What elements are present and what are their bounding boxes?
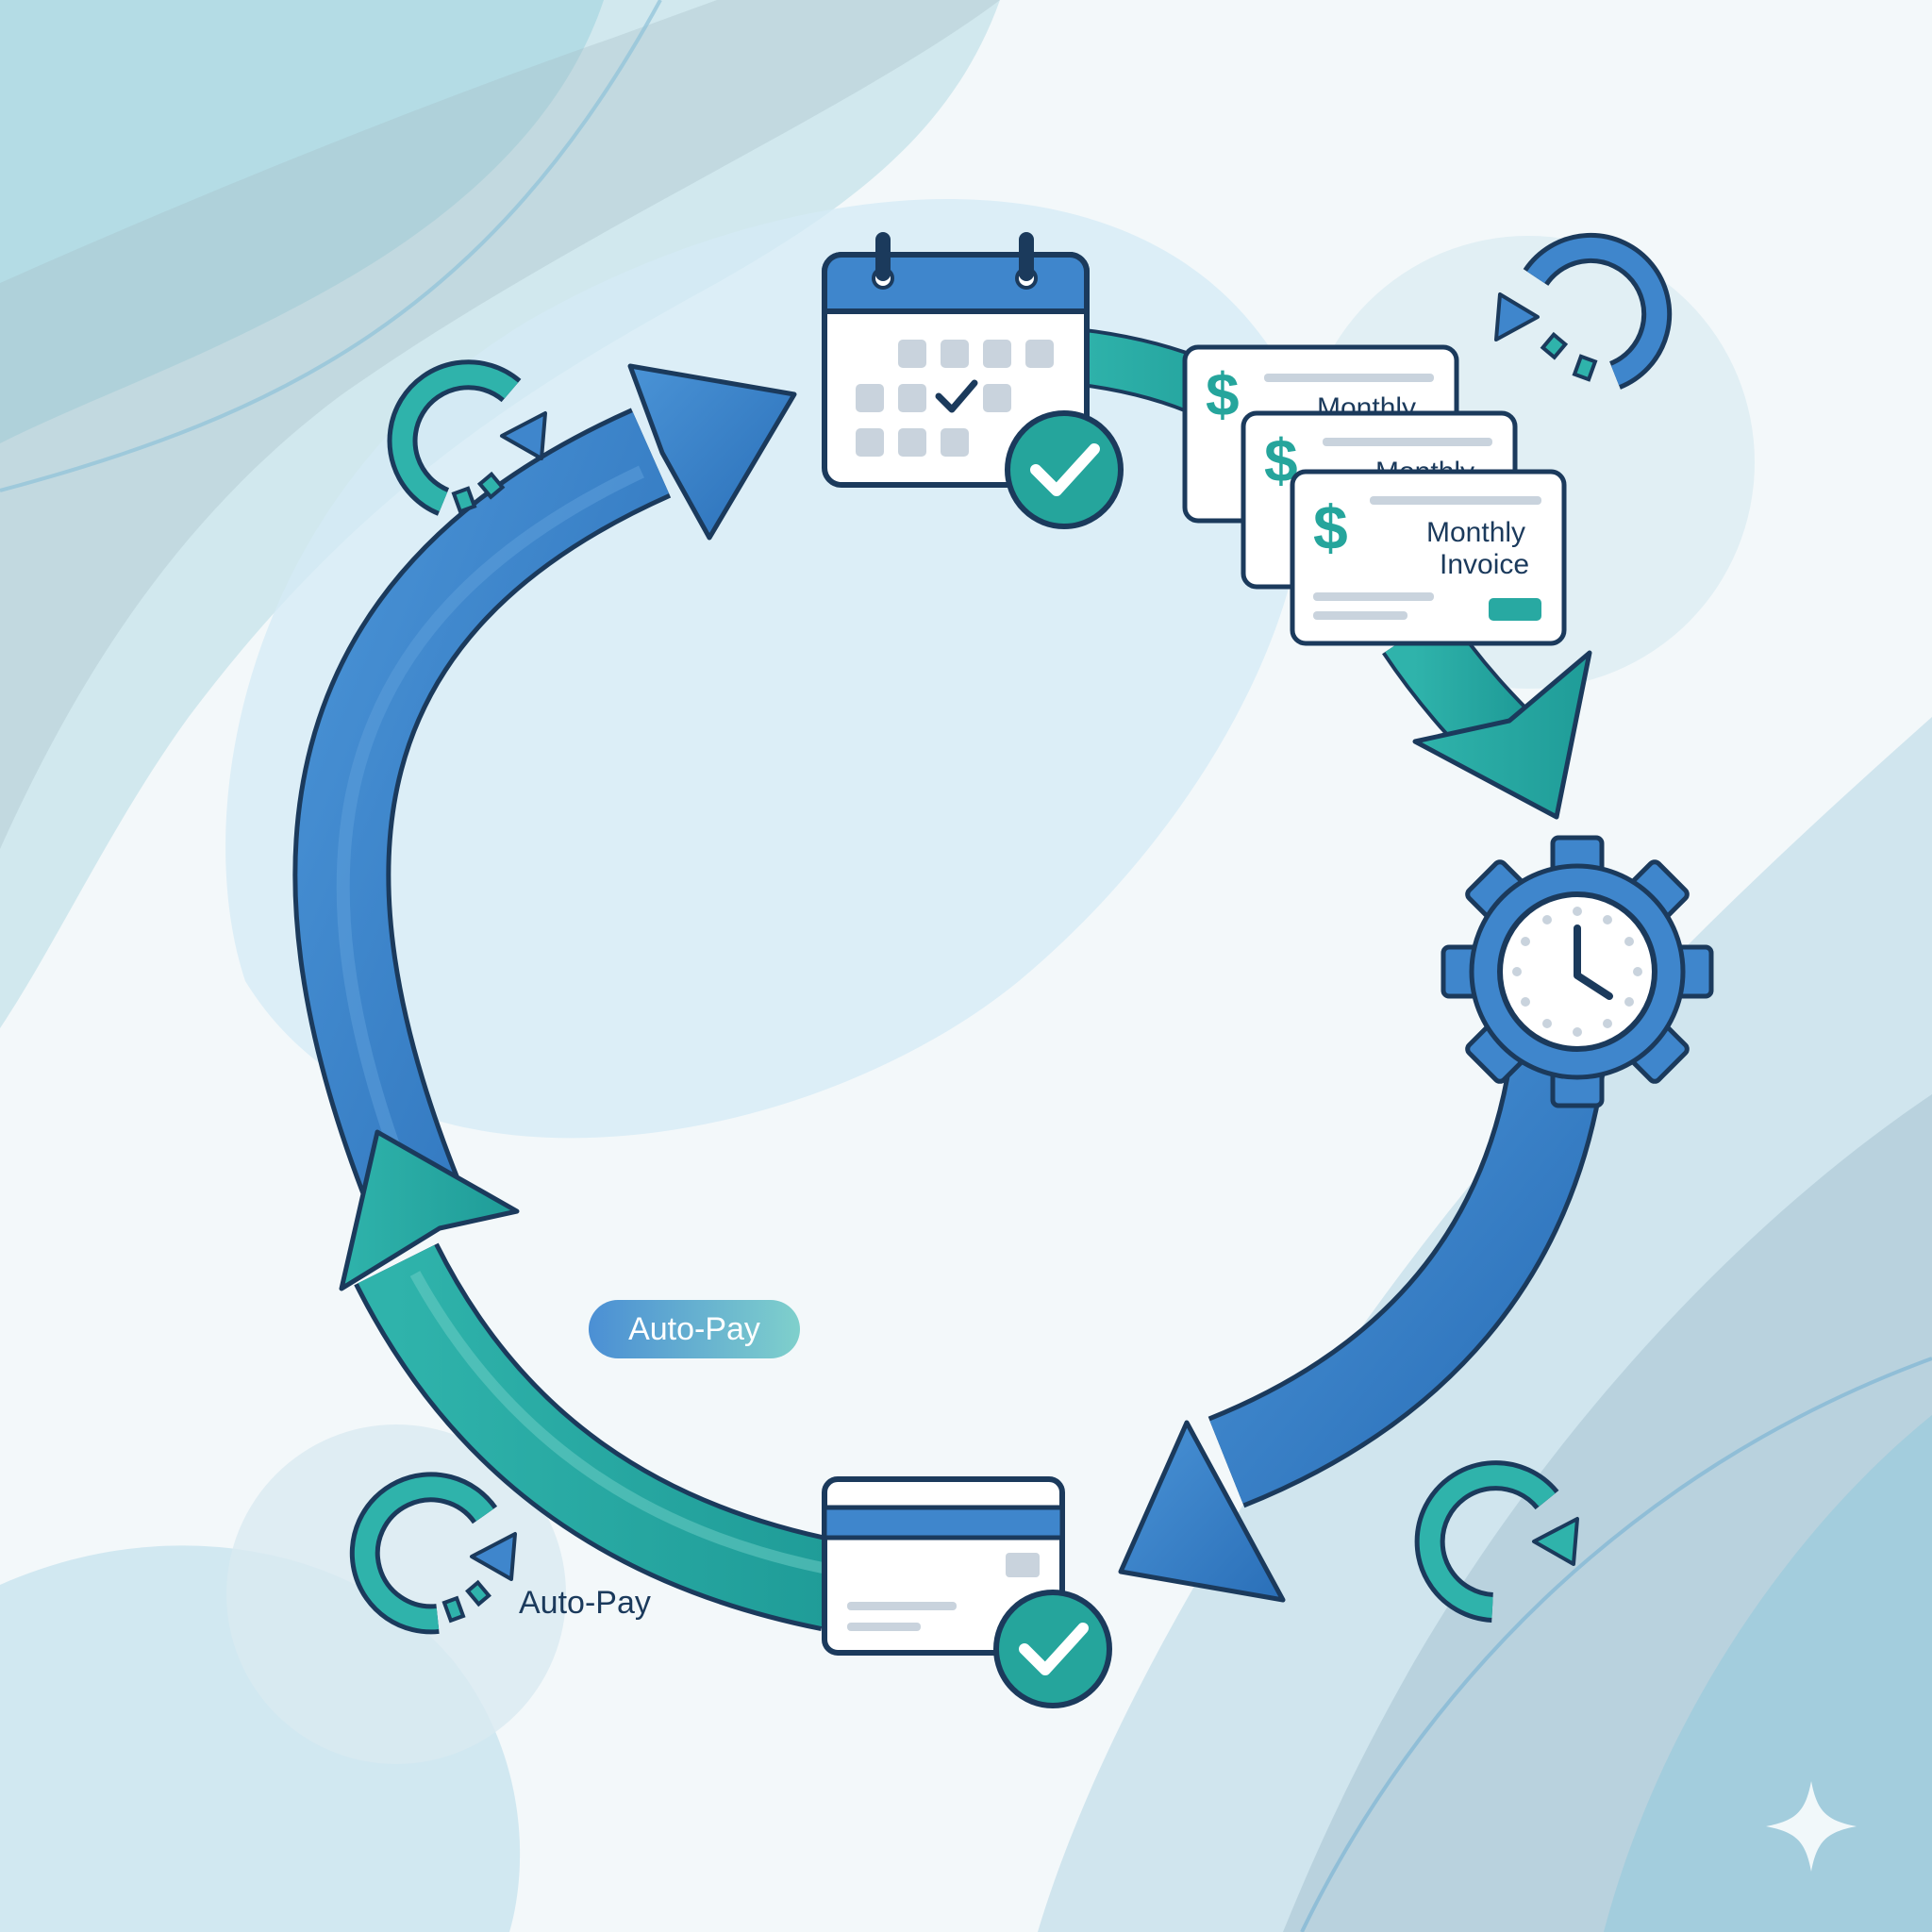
invoice-currency: $ xyxy=(1313,492,1348,562)
credit-card-icon xyxy=(822,1476,1065,1656)
refresh-icon xyxy=(349,1472,517,1635)
invoice-stack: $ Monthly $ Monthly $ Monthly Invoice xyxy=(1182,344,1567,646)
check-circle-icon xyxy=(993,1590,1112,1708)
payment-caption: Auto-Pay xyxy=(519,1585,651,1621)
invoice-title-line1: Monthly xyxy=(1426,517,1525,548)
invoice-card-front: $ Monthly Invoice xyxy=(1290,469,1567,646)
auto-pay-pill-label: Auto-Pay xyxy=(628,1311,760,1347)
arrow-bottom-teal xyxy=(339,1129,840,1632)
invoice-currency: $ xyxy=(1206,360,1240,428)
gear-clock-icon xyxy=(1441,835,1714,1108)
refresh-icon xyxy=(1414,1460,1579,1623)
sparkle-icon xyxy=(1766,1781,1857,1872)
check-circle-icon xyxy=(1005,410,1124,529)
arrow-bottom-blue xyxy=(1118,1058,1606,1603)
arrow-right-teal xyxy=(1382,609,1592,820)
refresh-icon xyxy=(1494,232,1673,390)
auto-pay-pill: Auto-Pay xyxy=(589,1300,800,1358)
invoice-title-line2: Invoice xyxy=(1440,549,1529,580)
calendar-icon xyxy=(822,232,1090,488)
refresh-icon xyxy=(387,359,547,516)
arrow-left-blue xyxy=(292,363,797,1217)
